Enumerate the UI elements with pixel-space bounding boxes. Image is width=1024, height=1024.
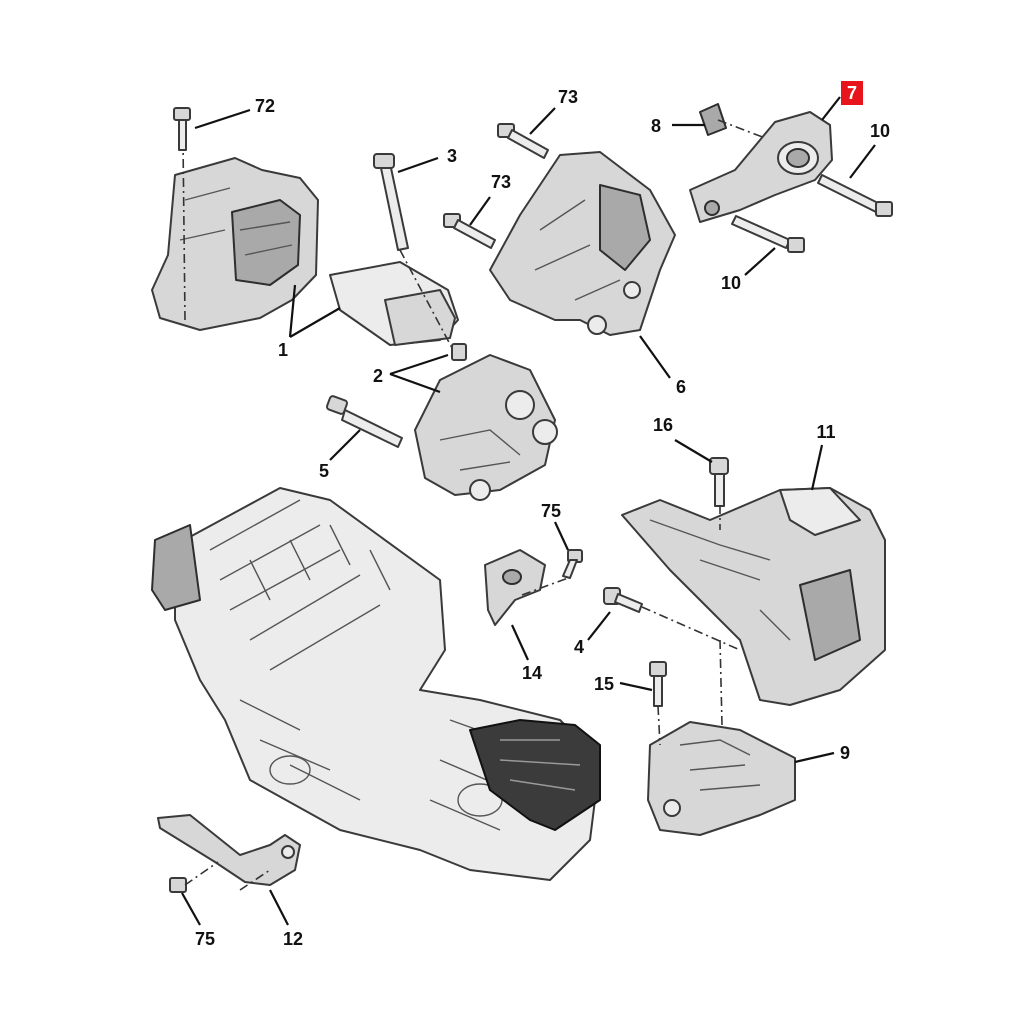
axis-line — [719, 639, 723, 726]
callout-10-upper: 10 — [869, 121, 891, 141]
callout-75-upper: 75 — [540, 501, 562, 521]
plate-part-8 — [699, 103, 727, 136]
bolt-16 — [709, 457, 729, 507]
callout-4: 4 — [573, 637, 585, 657]
callout-8: 8 — [650, 116, 662, 136]
callout-6: 6 — [675, 377, 687, 397]
callout-1: 1 — [277, 340, 289, 360]
bolt-75-upper — [562, 549, 583, 579]
callout-16: 16 — [652, 415, 674, 435]
bolt-75-lower — [169, 877, 187, 893]
bolt-4 — [603, 587, 643, 613]
callout-10-lower: 10 — [720, 273, 742, 293]
engine-mount-part-1 — [151, 157, 459, 346]
axis-line — [182, 139, 186, 321]
callout-5: 5 — [318, 461, 330, 481]
bracket-part-14 — [484, 549, 546, 626]
leader-lines — [181, 96, 876, 926]
bracket-part-6 — [489, 151, 676, 336]
axis-line — [239, 869, 271, 891]
callout-75-lower: 75 — [194, 929, 216, 949]
callout-72-upper: 72 — [254, 96, 276, 116]
bolt-72 — [173, 107, 191, 151]
callout-11: 11 — [816, 422, 836, 442]
axis-line — [717, 119, 766, 139]
bolt-10-lower — [731, 215, 805, 253]
bracket-part-11 — [621, 487, 886, 706]
axis-line — [641, 606, 741, 651]
mount-part-9 — [647, 721, 796, 836]
callout-9: 9 — [839, 743, 851, 763]
callout-15: 15 — [593, 674, 615, 694]
callout-3: 3 — [446, 146, 458, 166]
axis-line — [184, 861, 219, 886]
bracket-part-2 — [414, 343, 558, 501]
callout-14: 14 — [521, 663, 543, 683]
axis-line — [657, 705, 661, 746]
engine-gearbox-assembly — [151, 487, 601, 881]
callout-2: 2 — [372, 366, 384, 386]
torque-rod-part-7 — [689, 111, 833, 223]
callout-73-lower: 73 — [490, 172, 512, 192]
bolt-73-lower — [443, 213, 496, 249]
callout-7-highlighted: 7 — [840, 81, 864, 105]
bolt-73-upper — [497, 123, 549, 159]
axis-line — [521, 577, 569, 596]
bolt-5 — [325, 395, 403, 448]
callout-73-upper: 73 — [557, 87, 579, 107]
bolt-15 — [649, 661, 667, 707]
callout-12: 12 — [282, 929, 304, 949]
bolt-10-upper — [817, 174, 893, 217]
bracket-part-12 — [157, 814, 301, 886]
bolt-3 — [373, 153, 409, 251]
